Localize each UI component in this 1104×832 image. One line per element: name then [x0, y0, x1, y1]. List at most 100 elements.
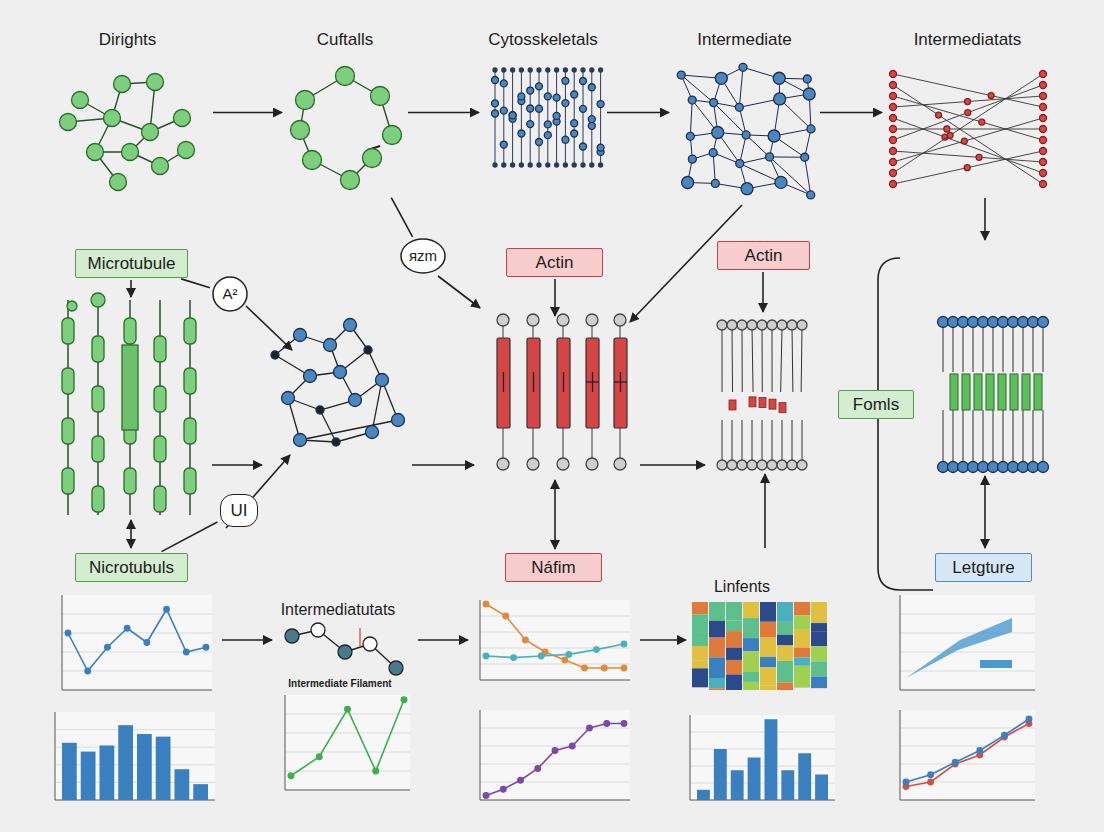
heatmap-cell	[709, 678, 725, 688]
grid-line	[480, 632, 630, 633]
molecule-dot	[563, 68, 567, 72]
grid-line	[690, 766, 835, 767]
molecule-dot	[775, 176, 787, 188]
link-line	[782, 420, 783, 462]
molecule-dot	[686, 132, 694, 140]
data-point	[503, 613, 509, 619]
link-line	[722, 328, 723, 392]
molecule-dot	[500, 80, 507, 87]
link-line	[963, 325, 964, 372]
molecule-dot	[546, 163, 550, 167]
molecule-dot	[890, 148, 897, 155]
molecule-dot	[110, 174, 127, 191]
link-line	[746, 135, 769, 157]
molecule-dot	[803, 75, 811, 83]
chart-bar	[100, 745, 115, 800]
connector	[213, 112, 282, 114]
molecule-dot	[349, 394, 362, 407]
data-point	[621, 721, 627, 727]
link-line	[533, 372, 534, 392]
molecule-dot	[528, 68, 532, 72]
data-point	[535, 766, 541, 772]
molecule-dot	[968, 317, 979, 328]
molecule-dot	[502, 163, 506, 167]
chart-line	[486, 724, 624, 796]
molecule-dot	[60, 114, 77, 131]
molecule-dot	[178, 142, 195, 159]
grid-line	[900, 652, 1035, 653]
molecule-dot	[152, 158, 169, 175]
molecule-dot	[518, 130, 525, 137]
heatmap-cell	[811, 677, 827, 689]
molecule-dot	[544, 121, 551, 128]
link-line	[893, 118, 1043, 162]
molecule-dot	[717, 320, 727, 330]
actin-bit	[729, 400, 736, 410]
link-line	[320, 410, 336, 442]
molecule-dot	[511, 163, 515, 167]
molecule-dot	[1040, 148, 1047, 155]
molecule-dot	[590, 163, 594, 167]
node-label: Letgture	[952, 558, 1014, 578]
molecule-dot	[555, 163, 559, 167]
chart-axis	[55, 712, 56, 800]
molecule-dot	[114, 76, 131, 93]
heatmap-cell	[777, 622, 793, 635]
data-point	[566, 652, 572, 658]
heatmap-cell	[709, 688, 725, 690]
link-line	[792, 420, 793, 462]
process-box: Nicrotubuls	[75, 553, 188, 582]
chart-bar	[765, 719, 778, 800]
link-line	[802, 420, 803, 462]
molecule-dot	[767, 460, 777, 470]
heatmap-cell	[777, 645, 793, 660]
flow-arrow	[984, 476, 986, 548]
molecule-dot	[1040, 71, 1047, 78]
process-box: Náfim	[505, 553, 602, 582]
molecule-dot	[597, 101, 604, 108]
chart-bar	[714, 749, 727, 800]
molecule-dot	[682, 176, 694, 188]
chart-ground	[480, 710, 630, 800]
flow-arrow	[640, 464, 705, 466]
node-label: Náfim	[531, 558, 575, 578]
molecule-dot	[807, 191, 815, 199]
molecule-dot	[142, 124, 159, 141]
heatmap-cell	[777, 661, 793, 683]
molecule-dot	[334, 366, 347, 379]
process-box: Letgture	[935, 553, 1032, 582]
molecule-dot	[1008, 462, 1019, 473]
molecule-dot	[742, 131, 750, 139]
molecule-dot	[536, 105, 543, 112]
data-point	[562, 657, 568, 663]
molecule-dot	[557, 458, 569, 470]
molecule-dot	[519, 163, 523, 167]
heatmap-cell	[743, 618, 759, 638]
flow-arrow	[984, 198, 986, 240]
heatmap-cell	[811, 661, 827, 676]
molecule-dot	[597, 144, 604, 151]
heatmap-cell	[692, 646, 708, 660]
grid-line	[690, 783, 835, 784]
molecule-dot	[562, 136, 569, 143]
molecule-dot	[890, 104, 897, 111]
molecule-dot	[978, 317, 989, 328]
molecule-dot	[747, 320, 757, 330]
grid-line	[900, 764, 1035, 765]
molecule-dot	[1040, 115, 1047, 122]
molecule-dot	[739, 63, 747, 71]
bracket-line	[878, 258, 933, 590]
molecule-dot	[741, 183, 753, 195]
molecule-dot	[519, 68, 523, 72]
actin-filament	[586, 338, 599, 428]
molecule-dot	[572, 163, 576, 167]
heatmap-cell	[777, 602, 793, 622]
tubulin-bundle	[122, 345, 138, 430]
molecule-dot	[338, 645, 352, 659]
protein-block	[974, 374, 982, 410]
connector	[161, 522, 217, 552]
figure-caption: Linfents	[712, 578, 772, 596]
molecule-dot	[555, 68, 559, 72]
heatmap-cell	[692, 632, 708, 646]
